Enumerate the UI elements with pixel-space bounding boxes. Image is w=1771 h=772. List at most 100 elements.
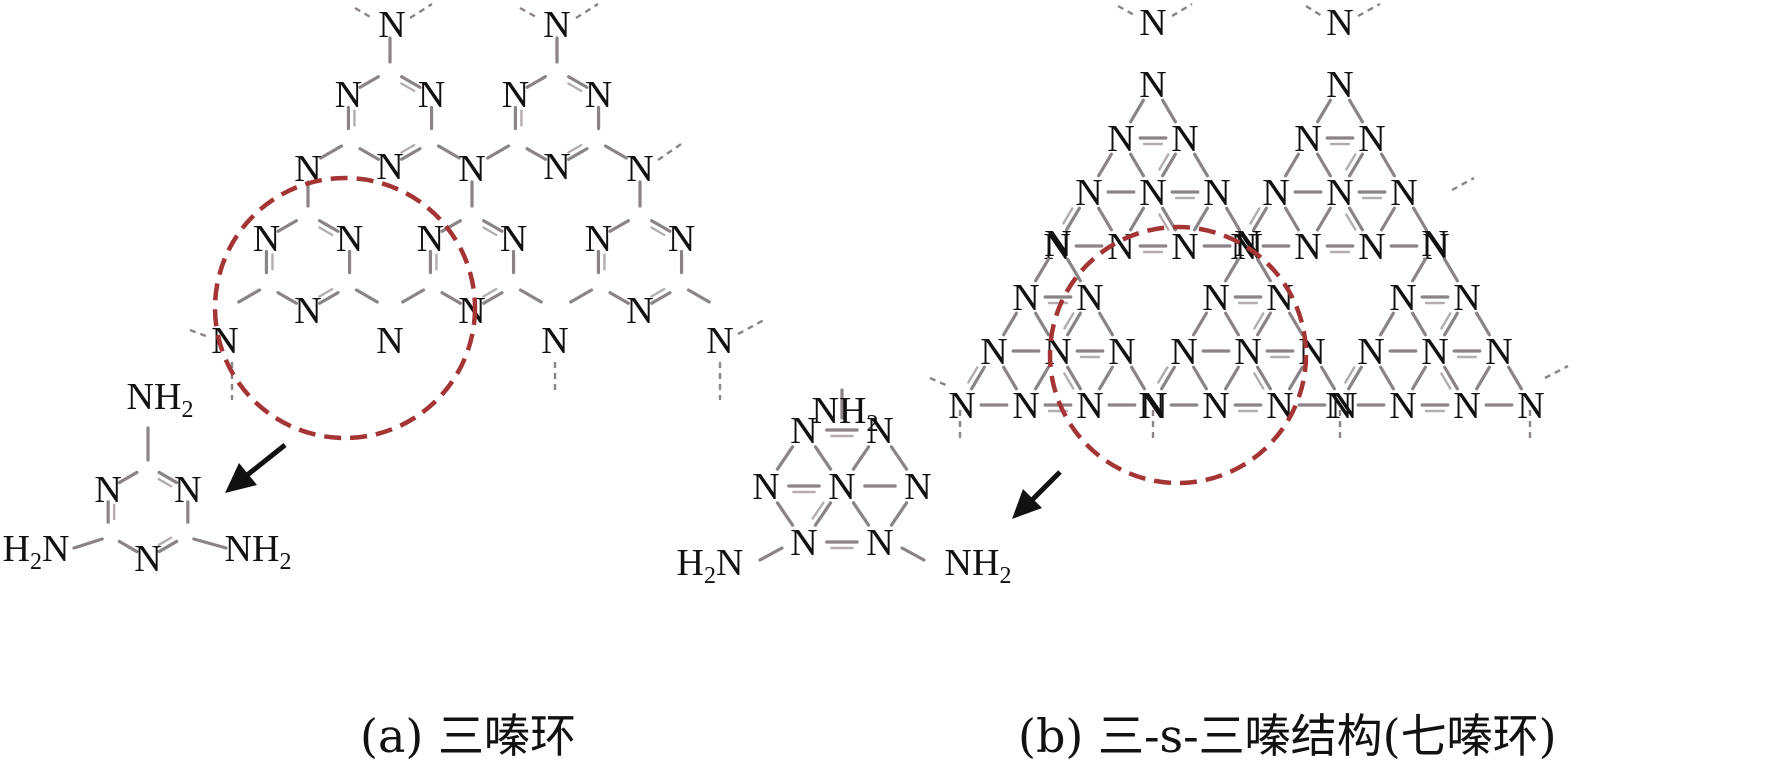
chain-continuation-bond — [519, 6, 539, 20]
bond — [401, 288, 426, 304]
chain-continuation-bond — [1117, 4, 1137, 18]
amino-group: NH2 — [127, 376, 194, 423]
bond — [1251, 206, 1269, 232]
bond — [1255, 257, 1273, 283]
bond — [1223, 365, 1241, 391]
nitrogen-atom: N — [174, 469, 201, 511]
nitrogen-atom: N — [1389, 385, 1416, 427]
chain-continuation-bond — [409, 2, 433, 20]
nitrogen-atom: N — [1298, 331, 1325, 373]
bond — [1033, 257, 1051, 283]
bond — [482, 219, 504, 233]
nitrogen-atom: N — [1485, 331, 1512, 373]
nitrogen-atom: N — [253, 218, 280, 260]
nitrogen-atom: N — [1171, 118, 1198, 160]
nitrogen-atom: N — [626, 148, 653, 190]
bond — [813, 501, 833, 527]
bond — [775, 501, 795, 527]
nitrogen-atom: N — [1389, 277, 1416, 319]
chain-continuation-bond — [1544, 364, 1569, 380]
bond — [1223, 311, 1241, 337]
nitrogen-atom: N — [626, 290, 653, 332]
bond — [1506, 365, 1524, 391]
double-bond — [157, 477, 173, 488]
nitrogen-atom: N — [418, 74, 445, 116]
nitrogen-atom: N — [1203, 172, 1230, 214]
double-bond — [482, 226, 498, 237]
bond — [1474, 365, 1492, 391]
nitrogen-atom: N — [866, 410, 893, 452]
nitrogen-atom: N — [1012, 385, 1039, 427]
double-bond — [400, 143, 416, 154]
nitrogen-atom: N — [1326, 172, 1353, 214]
nitrogen-atom: N — [790, 522, 817, 564]
chain-continuation-bond — [1171, 2, 1193, 18]
bond — [1191, 365, 1209, 391]
bond — [1283, 206, 1301, 232]
bond — [567, 147, 589, 161]
bond — [1442, 311, 1460, 337]
bond — [1160, 152, 1178, 178]
double-bond — [811, 501, 825, 520]
nitrogen-atom: N — [1171, 226, 1198, 268]
bond — [1379, 152, 1397, 178]
bond — [1129, 365, 1147, 391]
double-bond — [1345, 153, 1357, 171]
nitrogen-atom: N — [1326, 64, 1353, 106]
nitrogen-atom: N — [828, 466, 855, 508]
bond — [358, 147, 380, 161]
bond — [486, 144, 511, 160]
bond — [1191, 311, 1209, 337]
double-bond — [567, 82, 583, 93]
nitrogen-atom: N — [1139, 2, 1166, 44]
nitrogen-atom: N — [500, 218, 527, 260]
bond — [1224, 206, 1242, 232]
bond — [758, 546, 784, 562]
double-bond — [400, 82, 416, 93]
bond — [1315, 98, 1333, 124]
bond — [900, 546, 926, 562]
bond — [650, 219, 672, 233]
nitrogen-atom: N — [417, 218, 444, 260]
bond — [889, 445, 909, 471]
bond — [1128, 152, 1146, 178]
nitrogen-atom: N — [1202, 277, 1229, 319]
nitrogen-atom: N — [1202, 385, 1229, 427]
nitrogen-atom: N — [1262, 172, 1289, 214]
nitrogen-atom: N — [134, 538, 161, 580]
bond — [1379, 206, 1397, 232]
nitrogen-atom: N — [376, 146, 403, 188]
nitrogen-atom: N — [376, 320, 403, 362]
bond — [1378, 365, 1396, 391]
double-bond — [967, 366, 979, 384]
nitrogen-atom: N — [1517, 385, 1544, 427]
bond — [1347, 152, 1365, 178]
double-bond — [318, 226, 334, 237]
nitrogen-atom: N — [94, 469, 121, 511]
nitrogen-atom: N — [1138, 385, 1165, 427]
bond — [1160, 98, 1178, 124]
amino-group: NH2 — [945, 542, 1012, 589]
nitrogen-atom: N — [752, 466, 779, 508]
arrow-to-triazine-monomer — [225, 443, 287, 493]
chain-continuation-bond — [657, 141, 685, 161]
bond — [1442, 257, 1460, 283]
bond — [1128, 98, 1146, 124]
double-bond — [1063, 312, 1075, 330]
bond — [237, 288, 262, 304]
nitrogen-atom: N — [1453, 385, 1480, 427]
bond — [1347, 206, 1365, 232]
bond — [518, 288, 543, 304]
bond — [1287, 365, 1305, 391]
nitrogen-atom: N — [458, 148, 485, 190]
nitrogen-atom: N — [1294, 226, 1321, 268]
bond — [1001, 311, 1019, 337]
bond — [1097, 365, 1115, 391]
bond — [686, 288, 711, 304]
nitrogen-atom: N — [211, 320, 238, 362]
double-bond — [1157, 366, 1169, 384]
bond — [1410, 365, 1428, 391]
nitrogen-atom: N — [1294, 118, 1321, 160]
